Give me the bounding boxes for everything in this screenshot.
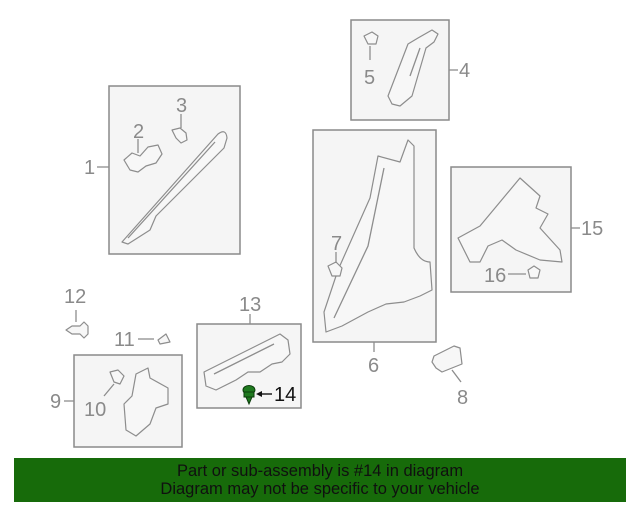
part-5-clip [363, 31, 379, 45]
callout-4: 4 [459, 60, 470, 82]
part-16-clip [527, 265, 541, 279]
group-9-lower-trim[interactable]: 9 10 [50, 354, 183, 448]
callout-2: 2 [133, 121, 144, 143]
part-14-clip-highlighted[interactable] [242, 385, 256, 406]
callout-12: 12 [64, 286, 86, 308]
callout-6: 6 [368, 355, 379, 377]
callout-7: 7 [331, 233, 342, 255]
callout-11: 11 [114, 329, 135, 351]
banner-line-1: Part or sub-assembly is #14 in diagram [176, 462, 464, 480]
callout-15: 15 [581, 218, 603, 240]
callout-1: 1 [84, 157, 95, 179]
group-12-clip[interactable]: 12 [64, 286, 89, 339]
callout-10: 10 [84, 399, 106, 421]
leader-10 [103, 383, 115, 397]
callout-3: 3 [176, 95, 187, 117]
group-8-bracket[interactable]: 8 [431, 345, 468, 409]
callout-16: 16 [484, 265, 506, 287]
quarter-trim-shape [457, 177, 563, 263]
part-11-clip [157, 333, 171, 345]
part-7-clip [327, 261, 343, 277]
part-12-clip [65, 321, 89, 339]
callout-14: 14 [274, 384, 296, 406]
group-1-a-pillar-trim[interactable]: 1 2 3 [84, 85, 241, 255]
callout-9: 9 [50, 391, 61, 413]
callout-5: 5 [364, 67, 375, 89]
lower-trim-shape [123, 367, 169, 437]
b-pillar-trim-shape [323, 139, 433, 333]
fitment-notice-banner: Part or sub-assembly is #14 in diagram D… [14, 458, 626, 502]
group-15-quarter-trim[interactable]: 15 16 [450, 166, 603, 293]
arrow-14-icon [256, 391, 262, 397]
leader-8 [451, 369, 462, 383]
part-10-clip [109, 369, 125, 385]
part-3-clip [171, 127, 188, 144]
group-6-b-pillar-trim[interactable]: 6 7 [312, 129, 437, 377]
banner-line-2: Diagram may not be specific to your vehi… [160, 480, 480, 498]
sill-plate-shape [203, 333, 291, 391]
callout-8: 8 [457, 387, 468, 409]
part-box-1 [108, 85, 241, 255]
group-13-sill-plate[interactable]: 13 14 [196, 294, 302, 409]
callout-13: 13 [239, 294, 261, 316]
part-8-bracket [431, 345, 463, 373]
group-11-clip[interactable]: 11 [114, 329, 171, 351]
group-4-upper-trim[interactable]: 4 5 [350, 19, 470, 121]
part-2-bracket [123, 144, 163, 173]
